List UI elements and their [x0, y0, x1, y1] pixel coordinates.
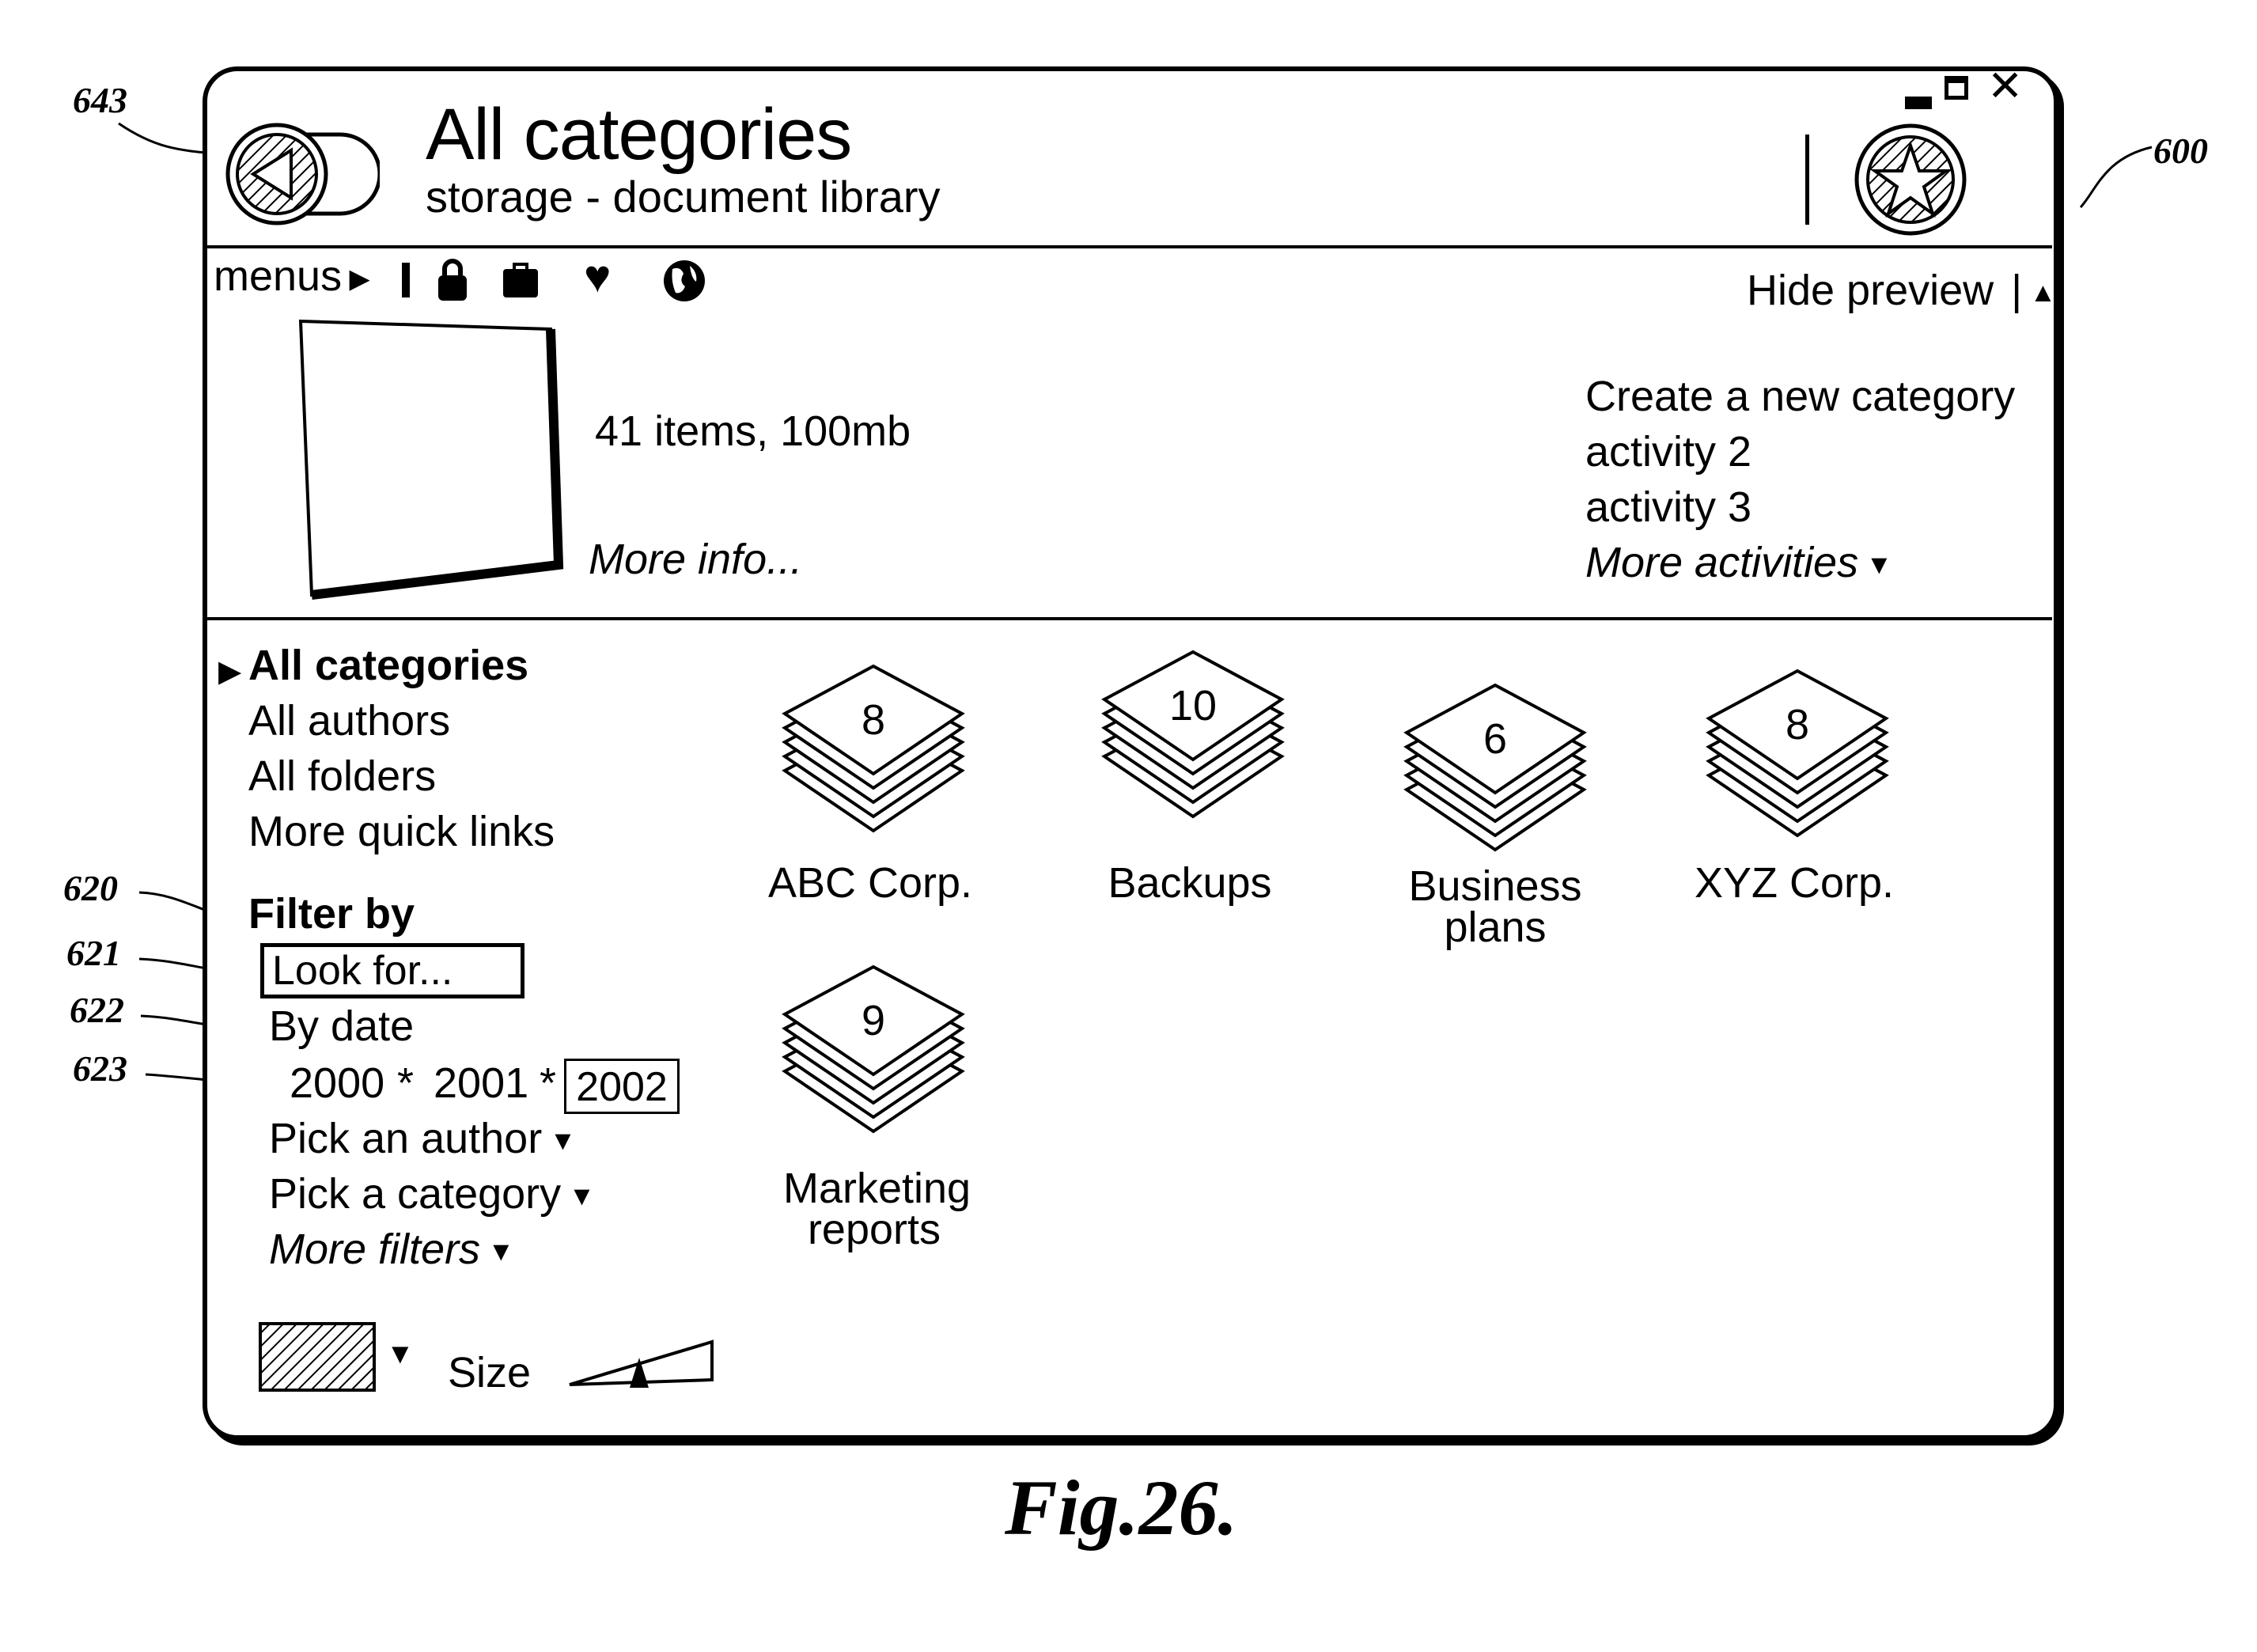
- category-stack-icon[interactable]: 9: [775, 964, 981, 1154]
- year-2002-selected[interactable]: 2002: [564, 1059, 680, 1114]
- header-divider: [1805, 135, 1809, 225]
- briefcase-icon[interactable]: [502, 263, 540, 299]
- year-2000[interactable]: 2000: [290, 1059, 384, 1108]
- lock-icon[interactable]: [435, 258, 470, 302]
- minimize-icon[interactable]: [1905, 97, 1932, 109]
- header-separator: [207, 245, 2052, 248]
- pick-author-dropdown[interactable]: Pick an author ▼: [269, 1114, 576, 1163]
- activity-2[interactable]: activity 2: [1585, 427, 1751, 476]
- by-date-label: By date: [269, 1002, 414, 1051]
- more-filters-dropdown[interactable]: More filters ▼: [269, 1225, 514, 1274]
- size-label: Size: [448, 1348, 531, 1397]
- category-stack-icon[interactable]: 6: [1397, 682, 1603, 872]
- category-label[interactable]: ABC Corp.: [728, 862, 1013, 904]
- nav-more-quick-links[interactable]: More quick links: [248, 807, 555, 856]
- year-separator: *: [540, 1059, 556, 1108]
- category-count: 10: [1169, 682, 1217, 729]
- activity-3[interactable]: activity 3: [1585, 483, 1751, 532]
- category-stack-icon[interactable]: 10: [1095, 649, 1301, 839]
- pick-category-dropdown[interactable]: Pick a category ▼: [269, 1169, 595, 1218]
- globe-icon[interactable]: [661, 258, 707, 304]
- more-activities-button[interactable]: More activities ▼: [1585, 538, 1892, 587]
- category-count: 9: [862, 997, 885, 1044]
- category-count: 8: [862, 696, 885, 744]
- category-count: 8: [1786, 701, 1809, 748]
- activity-create-category[interactable]: Create a new category: [1585, 372, 2015, 421]
- maximize-icon[interactable]: [1945, 76, 1968, 100]
- search-input[interactable]: Look for...: [260, 943, 524, 998]
- nav-all-authors[interactable]: All authors: [248, 696, 450, 745]
- nav-all-categories[interactable]: All categories: [248, 641, 528, 690]
- year-2001[interactable]: 2001: [434, 1059, 528, 1108]
- category-stack-icon[interactable]: 8: [1699, 668, 1905, 858]
- hide-preview-button[interactable]: Hide preview| ▲: [1747, 266, 2056, 315]
- category-stack-icon[interactable]: 8: [775, 663, 981, 853]
- filter-heading: Filter by: [248, 889, 415, 938]
- view-style-swatch[interactable]: [258, 1321, 378, 1394]
- page-title: All categories: [426, 93, 851, 176]
- preview-separator: [207, 617, 2052, 620]
- figure-caption: Fig.26.: [1005, 1462, 1237, 1553]
- menus-button[interactable]: menus ▶: [214, 252, 370, 301]
- category-label[interactable]: Business plans: [1408, 866, 1582, 948]
- year-separator: *: [397, 1059, 414, 1108]
- heart-icon[interactable]: ♥: [584, 250, 611, 303]
- favorites-button[interactable]: [1851, 120, 1970, 239]
- preview-summary: 41 items, 100mb: [595, 407, 911, 456]
- close-icon[interactable]: ✕: [1987, 65, 2023, 108]
- category-label[interactable]: Marketing reports: [783, 1168, 965, 1250]
- page-subtitle: storage - document library: [426, 171, 941, 222]
- category-label[interactable]: XYZ Corp.: [1652, 862, 1937, 904]
- selected-arrow-icon: ▶: [218, 654, 241, 689]
- size-slider[interactable]: [566, 1334, 717, 1396]
- category-count: 6: [1483, 715, 1507, 763]
- view-style-dropdown-icon[interactable]: ▼: [386, 1337, 415, 1370]
- more-info-link[interactable]: More info...: [589, 535, 802, 584]
- nav-all-folders[interactable]: All folders: [248, 752, 436, 801]
- back-button[interactable]: [222, 119, 380, 229]
- preview-thumbnail: [293, 316, 578, 601]
- info-icon[interactable]: [402, 263, 410, 297]
- category-label[interactable]: Backups: [1047, 862, 1332, 904]
